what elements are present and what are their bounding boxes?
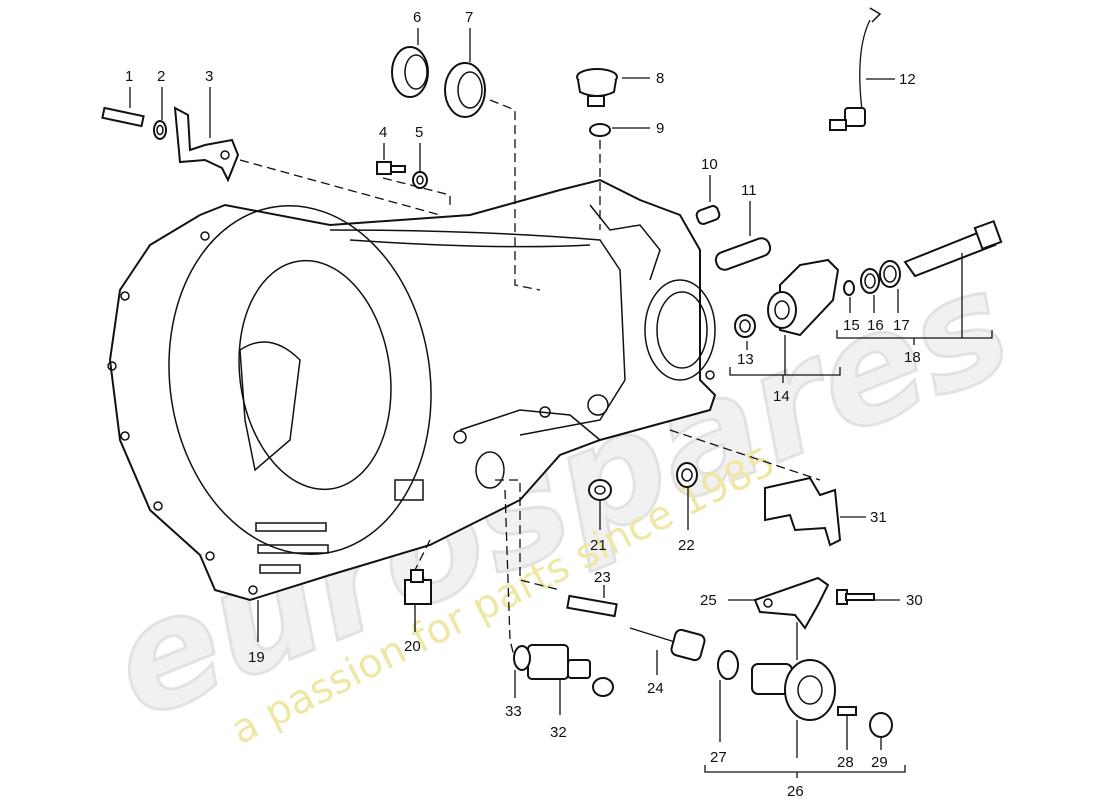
callout-13: 13 [737,351,754,368]
part-32-switch [527,644,614,697]
callout-14: 14 [773,388,790,405]
part-7-seal-ring [444,62,486,118]
part-23-pipe-union [566,594,618,618]
part-4-bolt [376,161,406,175]
part-11-sleeve [714,237,772,271]
callout-2: 2 [157,68,165,85]
part-17-ring [879,260,901,288]
callout-32: 32 [550,724,567,741]
part-21-nut [588,479,612,501]
part-6-seal-ring [391,46,429,98]
part-28-clip [837,706,857,716]
callout-9: 9 [656,120,664,137]
callout-29: 29 [871,754,888,771]
callout-33: 33 [505,703,522,720]
callout-31: 31 [870,509,887,526]
callout-numbers: 1 2 3 4 5 6 7 8 9 10 11 12 13 14 15 16 1… [125,9,923,800]
part-3-bracket [173,106,240,183]
callout-7: 7 [465,9,473,26]
part-13-washer [734,314,756,338]
part-5-washer [412,171,428,189]
housing-grille-marks [255,522,329,574]
callout-24: 24 [647,680,664,697]
part-14-valve-body [767,258,840,337]
part-24-push-rod [629,627,706,662]
part-26-modulator [751,659,836,721]
callout-22: 22 [678,537,695,554]
callout-1: 1 [125,68,133,85]
callout-23: 23 [594,569,611,586]
callout-19: 19 [248,649,265,666]
callout-20: 20 [404,638,421,655]
callout-16: 16 [867,317,884,334]
part-8-cap [576,68,618,107]
callout-15: 15 [843,317,860,334]
callout-5: 5 [415,124,423,141]
part-9-o-ring [589,123,611,137]
leader-lines [129,28,993,778]
part-17-valve-plunger [903,219,1003,278]
callout-10: 10 [701,156,718,173]
part-20-fitting [404,569,432,605]
callout-28: 28 [837,754,854,771]
part-27-o-ring [717,650,739,680]
part-15-ring [843,280,855,296]
part-22-nut [676,462,698,488]
callout-17: 17 [893,317,910,334]
callout-21: 21 [590,537,607,554]
part-10-pin [695,205,721,225]
callout-12: 12 [899,71,916,88]
callout-4: 4 [379,124,387,141]
part-25-cover-plate [753,576,830,630]
callout-27: 27 [710,749,727,766]
part-12-sensor-cable [829,7,882,131]
housing-bolt-holes [107,231,715,595]
part-33-seal [513,645,531,671]
callout-25: 25 [700,592,717,609]
part-1-stud [101,106,145,128]
callout-3: 3 [205,68,213,85]
callout-26: 26 [787,783,804,800]
part-2-nut [153,120,167,140]
callout-11: 11 [741,182,757,199]
part-31-filter-plate [764,476,842,547]
callout-18: 18 [904,349,921,366]
callout-8: 8 [656,70,664,87]
callout-6: 6 [413,9,421,26]
assembly-guide-lines [239,99,821,661]
transmission-housing [107,178,717,602]
callout-30: 30 [906,592,923,609]
part-16-ring [860,268,880,294]
part-29-cap [869,712,893,738]
part-30-bolt [836,589,875,605]
